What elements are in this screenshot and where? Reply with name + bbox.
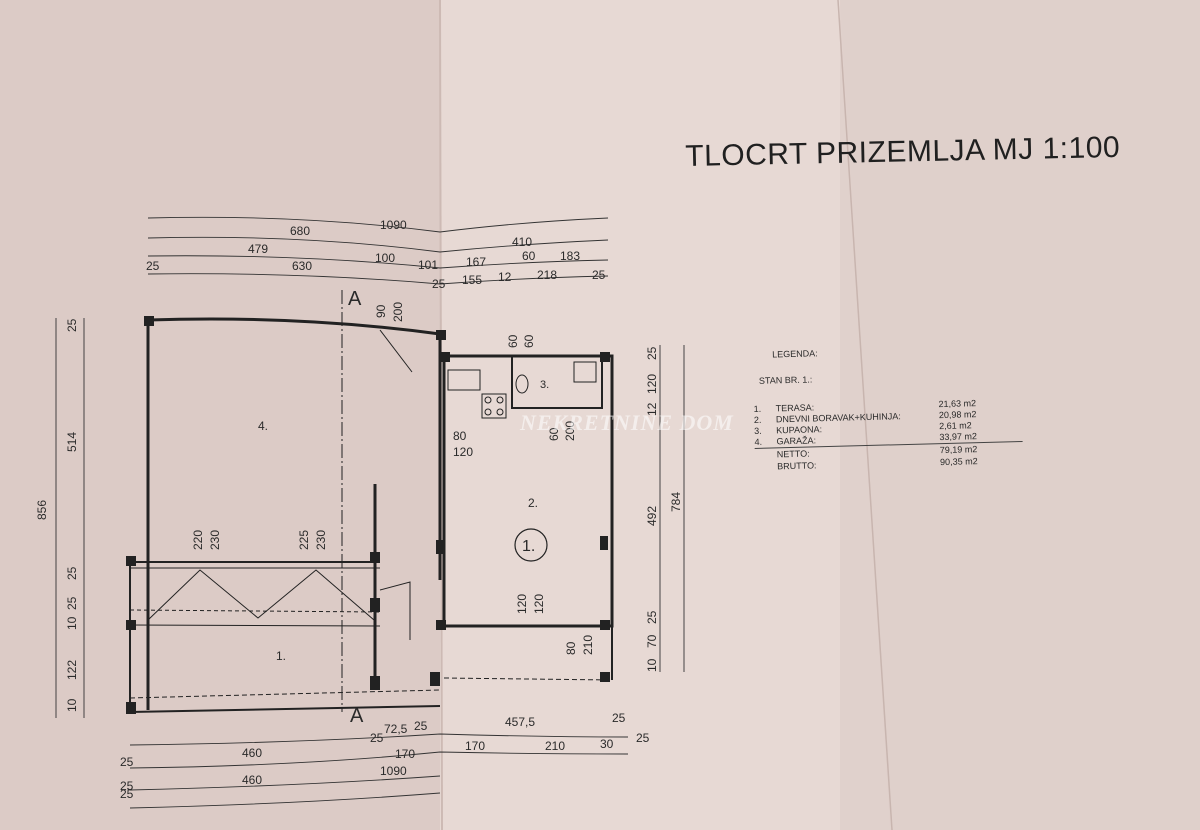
room-label-1: 1. <box>276 649 286 663</box>
top-dim-100: 100 <box>375 251 395 265</box>
unit-circle-label: 1. <box>522 538 535 555</box>
top-dim-101: 101 <box>418 258 438 272</box>
legend-row-label: GARAŽA: <box>776 435 817 447</box>
top-dim-218: 218 <box>537 268 557 282</box>
right-dim-120: 120 <box>645 374 659 394</box>
legend-brutto-value: 90,35 m2 <box>939 456 978 468</box>
bottom-dim-72-5: 72,5 <box>384 722 408 736</box>
legend-row-label: TERASA: <box>775 402 815 414</box>
section-mark-top: A <box>348 288 362 310</box>
left-dim-25a: 25 <box>65 318 79 332</box>
bottom-dim-25a: 25 <box>120 755 134 769</box>
inner-dim-220: 220 <box>191 530 205 550</box>
bottom-dim-457-5: 457,5 <box>505 715 535 729</box>
legend-row-label: KUPAONA: <box>776 424 823 436</box>
inner-dim-60a: 60 <box>506 334 520 348</box>
top-dim-1090: 1090 <box>380 218 407 232</box>
top-dim-680: 680 <box>290 224 310 238</box>
inner-dim-210: 210 <box>581 635 595 655</box>
inner-dim-60b: 60 <box>522 334 536 348</box>
top-dim-155: 155 <box>462 273 482 287</box>
right-dim-12: 12 <box>645 402 659 416</box>
legend-row-area: 20,98 m2 <box>938 409 977 421</box>
inner-dim-120a: 120 <box>453 445 473 459</box>
legend-brutto-label: BRUTTO: <box>777 460 817 472</box>
inner-dim-200b: 200 <box>563 421 577 441</box>
right-dim-784: 784 <box>669 492 683 512</box>
legend-row-area: 33,97 m2 <box>939 431 978 443</box>
top-dim-25b: 25 <box>432 277 446 291</box>
right-dim-25b: 25 <box>645 610 659 624</box>
legend-unit: STAN BR. 1.: <box>758 374 813 386</box>
inner-dim-120b: 120 <box>515 594 529 614</box>
top-dim-479: 479 <box>248 242 268 256</box>
top-dim-12: 12 <box>498 270 512 284</box>
bottom-dim-25c: 25 <box>414 719 428 733</box>
watermark-logo: NEKRETNINE DOM <box>520 410 734 435</box>
legend-row-num: 1. <box>753 403 762 414</box>
left-dim-10a: 10 <box>65 616 79 630</box>
bottom-dim-25f: 25 <box>120 779 134 793</box>
right-dim-70: 70 <box>645 634 659 648</box>
room-label-2: 2. <box>528 496 538 510</box>
bottom-dim-210: 210 <box>545 739 565 753</box>
top-dim-410: 410 <box>512 235 532 249</box>
legend-row-num: 2. <box>753 414 762 425</box>
left-dim-122: 122 <box>65 660 79 680</box>
bottom-dim-25e: 25 <box>636 731 650 745</box>
top-dim-630: 630 <box>292 259 312 273</box>
bottom-dim-460b: 460 <box>242 773 262 787</box>
inner-dim-225: 225 <box>297 530 311 550</box>
left-dim-25b: 25 <box>65 566 79 580</box>
bottom-dim-170a: 170 <box>395 747 415 761</box>
inner-dim-230a: 230 <box>208 530 222 550</box>
bottom-dim-25d: 25 <box>612 711 626 725</box>
bottom-dim-30: 30 <box>600 737 614 751</box>
room-label-4: 4. <box>258 419 268 433</box>
right-dim-10: 10 <box>645 658 659 672</box>
inner-dim-120c: 120 <box>532 594 546 614</box>
inner-dim-60c: 60 <box>547 427 561 441</box>
legend-netto-label: NETTO: <box>776 448 810 460</box>
top-dim-25a: 25 <box>146 259 160 273</box>
legend-heading: LEGENDA: <box>772 348 818 360</box>
left-dim-90: 25 <box>65 596 79 610</box>
bottom-dim-25b: 25 <box>370 731 384 745</box>
section-mark-bottom: A <box>350 705 364 727</box>
inner-dim-80b: 80 <box>564 641 578 655</box>
bottom-dim-1090: 1090 <box>380 764 407 778</box>
left-dim-856: 856 <box>35 500 49 520</box>
top-dim-183: 183 <box>560 249 580 263</box>
right-dim-492: 492 <box>645 506 659 526</box>
bottom-dim-25g: 25 <box>120 787 134 801</box>
inner-dim-80a: 80 <box>453 429 467 443</box>
top-dim-25c: 25 <box>592 268 606 282</box>
legend-row-num: 3. <box>754 425 762 436</box>
left-dim-514: 514 <box>65 432 79 452</box>
left-dim-10b: 10 <box>65 698 79 712</box>
top-dim-167: 167 <box>466 255 486 269</box>
legend-row-area: 2,61 m2 <box>939 420 972 432</box>
legend-row-area: 21,63 m2 <box>938 398 977 410</box>
room-label-3: 3. <box>540 379 549 391</box>
legend-row-num: 4. <box>754 436 763 447</box>
bottom-dim-170b: 170 <box>465 739 485 753</box>
top-dim-60: 60 <box>522 249 536 263</box>
bottom-dim-460a: 460 <box>242 746 262 760</box>
inner-dim-90: 90 <box>374 304 388 318</box>
inner-dim-200: 200 <box>391 302 405 322</box>
inner-dim-230b: 230 <box>314 530 328 550</box>
right-dim-25a: 25 <box>645 346 659 360</box>
legend-netto-value: 79,19 m2 <box>939 444 978 456</box>
